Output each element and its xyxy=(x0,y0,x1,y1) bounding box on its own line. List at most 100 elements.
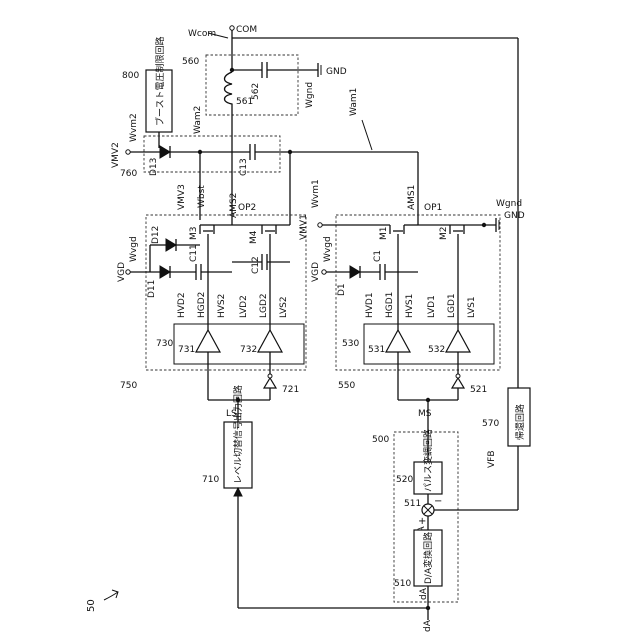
label-570: 570 xyxy=(482,419,499,429)
label-510: 510 xyxy=(394,579,411,589)
label-c1: C1 xyxy=(373,250,383,262)
sign-minus: − xyxy=(434,496,442,507)
label-570-text: 帰還回路 xyxy=(514,404,526,440)
vmv2-terminal xyxy=(126,150,130,154)
buffer-531 xyxy=(386,330,410,352)
label-vmv2: VMV2 xyxy=(111,142,121,168)
label-com: COM xyxy=(236,25,257,35)
label-da-bottom: dA xyxy=(423,619,433,632)
label-da-top: dA xyxy=(419,587,429,600)
block-530-outline xyxy=(364,324,494,364)
label-731: 731 xyxy=(178,345,195,355)
pin-hvd1: HVD1 xyxy=(365,292,375,318)
label-wvgd-upper: Wvgd xyxy=(129,236,139,262)
label-vmv3: VMV3 xyxy=(177,184,187,210)
inverter-521-bubble xyxy=(456,374,460,378)
label-d11: D11 xyxy=(147,280,157,298)
node-m2-gnd xyxy=(482,223,486,227)
label-732: 732 xyxy=(240,345,257,355)
label-wvm2: Wvm2 xyxy=(129,113,139,142)
pin-hgd2: HGD2 xyxy=(197,292,207,318)
pin-lvd1: LVD1 xyxy=(427,295,437,318)
label-760: 760 xyxy=(120,169,137,179)
pin-lvs2: LVS2 xyxy=(279,296,289,318)
label-560: 560 xyxy=(182,57,199,67)
diode-d12 xyxy=(166,239,176,251)
label-vfb: VFB xyxy=(487,450,497,468)
label-c12: C12 xyxy=(251,256,261,274)
label-531: 531 xyxy=(368,345,385,355)
label-510-text: D/A変換回路 xyxy=(422,532,434,584)
label-d13: D13 xyxy=(149,158,159,176)
label-800: 800 xyxy=(122,71,139,81)
sign-plus: + xyxy=(418,516,426,527)
label-m1: M1 xyxy=(379,227,389,241)
label-vgd-lower: VGD xyxy=(311,262,321,282)
block-730-outline xyxy=(174,324,304,364)
label-wam2: Wam2 xyxy=(193,106,203,134)
label-wgnd: Wgnd xyxy=(496,199,522,209)
label-730: 730 xyxy=(156,339,173,349)
label-530: 530 xyxy=(342,339,359,349)
pin-lgd2: LGD2 xyxy=(259,293,269,318)
inverter-721 xyxy=(264,378,276,388)
label-c11: C11 xyxy=(189,244,199,262)
arrow-710 xyxy=(234,488,242,496)
label-521: 521 xyxy=(470,385,487,395)
label-710: 710 xyxy=(202,475,219,485)
label-wvm1: Wvm1 xyxy=(311,179,321,208)
label-gnd: GND xyxy=(504,211,525,221)
inverter-521 xyxy=(452,378,464,388)
label-wam1: Wam1 xyxy=(349,88,359,116)
label-520-text: パルス変調回路 xyxy=(422,429,434,492)
figure-number: 50 xyxy=(86,599,97,612)
vmv1-terminal xyxy=(318,223,322,227)
label-m4: M4 xyxy=(249,230,259,244)
diode-d13 xyxy=(160,146,170,158)
pin-hvd2: HVD2 xyxy=(177,292,187,318)
label-800-text: ブースト電圧制限回路 xyxy=(154,36,166,126)
node-ms xyxy=(426,398,430,402)
label-wbst: Wbst xyxy=(197,185,207,208)
pin-lgd1: LGD1 xyxy=(447,293,457,318)
figure-number-arrow xyxy=(104,590,118,600)
buffer-732 xyxy=(258,330,282,352)
label-c13: C13 xyxy=(239,158,249,176)
diode-d11 xyxy=(160,266,170,278)
inverter-721-bubble xyxy=(268,374,272,378)
vgd-lower-terminal xyxy=(322,270,326,274)
label-721: 721 xyxy=(282,385,299,395)
com-terminal xyxy=(230,26,234,30)
label-d1: D1 xyxy=(337,283,347,296)
buffer-731 xyxy=(196,330,220,352)
label-d12: D12 xyxy=(151,226,161,244)
label-ms: MS xyxy=(418,409,432,419)
buffer-532 xyxy=(446,330,470,352)
pin-hgd1: HGD1 xyxy=(385,292,395,318)
label-710-text: レベル切替信号出力回路 xyxy=(232,385,244,484)
label-op2: OP2 xyxy=(238,203,256,213)
label-vmv1: VMV1 xyxy=(299,214,309,240)
pin-hvs1: HVS1 xyxy=(405,294,415,318)
pin-hvs2: HVS2 xyxy=(217,294,227,318)
pin-lvs1: LVS1 xyxy=(467,296,477,318)
label-511: 511 xyxy=(404,499,421,509)
inductor-561 xyxy=(225,72,233,116)
label-561: 561 xyxy=(236,97,253,107)
label-500: 500 xyxy=(372,435,389,445)
pin-lvd2: LVD2 xyxy=(239,295,249,318)
wam1-leader xyxy=(362,120,372,150)
label-wgnd-top: Wgnd xyxy=(305,82,315,108)
label-550: 550 xyxy=(338,381,355,391)
label-op1: OP1 xyxy=(424,203,442,213)
label-520: 520 xyxy=(396,475,413,485)
label-gnd-top: GND xyxy=(326,67,347,77)
node-c13-right xyxy=(288,150,292,154)
label-wvgd-lower: Wvgd xyxy=(323,236,333,262)
label-750: 750 xyxy=(120,381,137,391)
label-m2: M2 xyxy=(439,227,449,241)
label-ams1: AMS1 xyxy=(407,185,417,210)
diode-d1 xyxy=(350,266,360,278)
node-560 xyxy=(230,68,234,72)
